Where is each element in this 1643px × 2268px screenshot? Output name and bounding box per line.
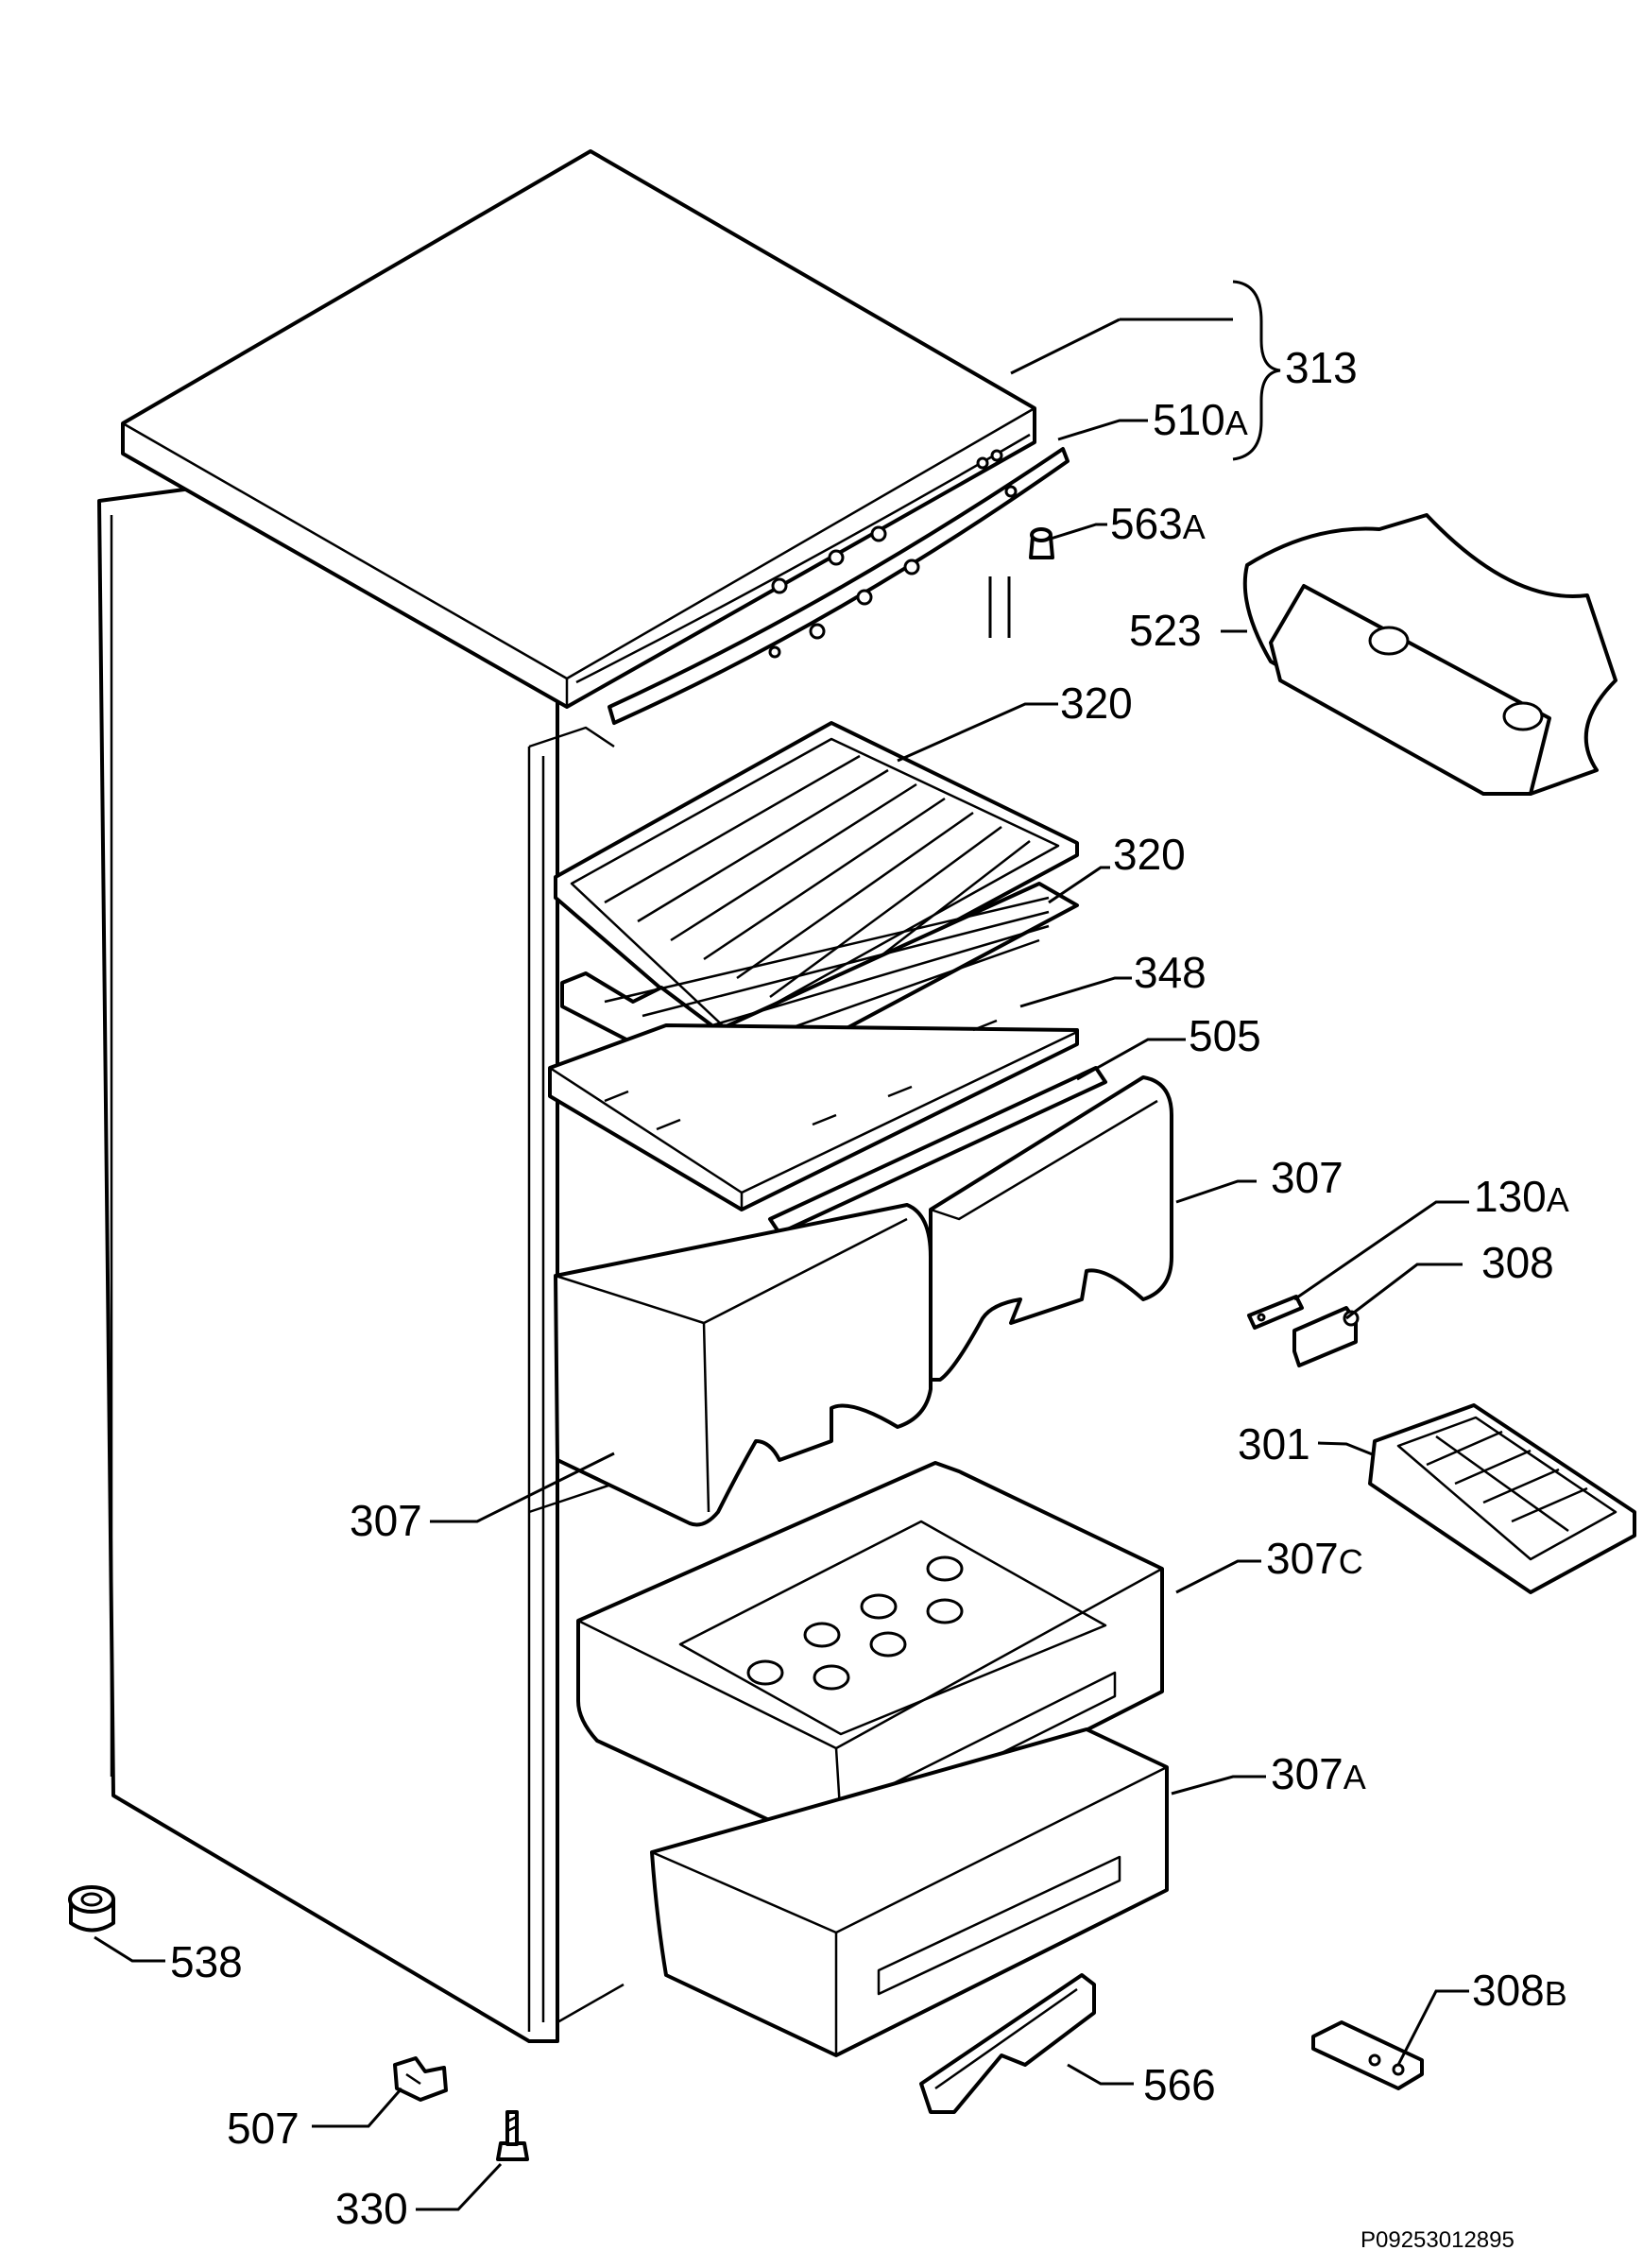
label-330: 330: [335, 2184, 408, 2233]
label-510a: 510A: [1153, 395, 1248, 444]
label-130a: 130A: [1474, 1172, 1569, 1221]
label-505: 505: [1189, 1011, 1261, 1060]
knob-part: [1029, 527, 1054, 559]
label-301: 301: [1238, 1419, 1310, 1469]
label-307a: 307A: [1271, 1749, 1366, 1798]
label-507: 507: [227, 2104, 300, 2153]
label-308: 308: [1481, 1238, 1554, 1287]
label-307-left: 307: [350, 1496, 422, 1545]
glass-shelf: [548, 1019, 1079, 1211]
label-538: 538: [170, 1937, 243, 1986]
hinge-pin-block: [1247, 1295, 1304, 1330]
label-313: 313: [1285, 343, 1358, 392]
label-348: 348: [1134, 948, 1207, 997]
reference-code: P09253012895: [1361, 2227, 1515, 2253]
freezer-drawer-right: [929, 1075, 1173, 1382]
label-308b: 308B: [1472, 1966, 1567, 2015]
label-523: 523: [1129, 606, 1202, 655]
label-307-right: 307: [1271, 1153, 1343, 1202]
label-320-lower: 320: [1113, 830, 1186, 879]
cable-clip: [393, 2056, 448, 2102]
leader-lines: [94, 280, 1469, 2211]
label-563a: 563A: [1110, 499, 1206, 548]
divider-strip: [768, 1066, 1107, 1235]
cabinet-body: [97, 471, 625, 2043]
part-labels: 313 510A 563A 523 320 320 348 505 307 13…: [170, 343, 1569, 2253]
label-307c: 307C: [1266, 1534, 1363, 1583]
top-cover: [121, 149, 1036, 709]
bottle-tray: [1242, 513, 1617, 796]
ice-cube-tray: [1368, 1403, 1636, 1594]
hinge-plate: [1311, 2020, 1424, 2090]
hinge-bracket: [1292, 1306, 1360, 1367]
drawer-handle: [919, 1973, 1096, 2114]
front-trim-strip: [608, 447, 1070, 725]
freezer-drawer-left: [554, 1203, 933, 1527]
label-320-upper: 320: [1060, 679, 1133, 728]
freezer-drawer-307a: [650, 1727, 1169, 2057]
label-566: 566: [1143, 2060, 1216, 2109]
screw: [496, 2110, 529, 2161]
leveling-foot: [68, 1885, 115, 1933]
